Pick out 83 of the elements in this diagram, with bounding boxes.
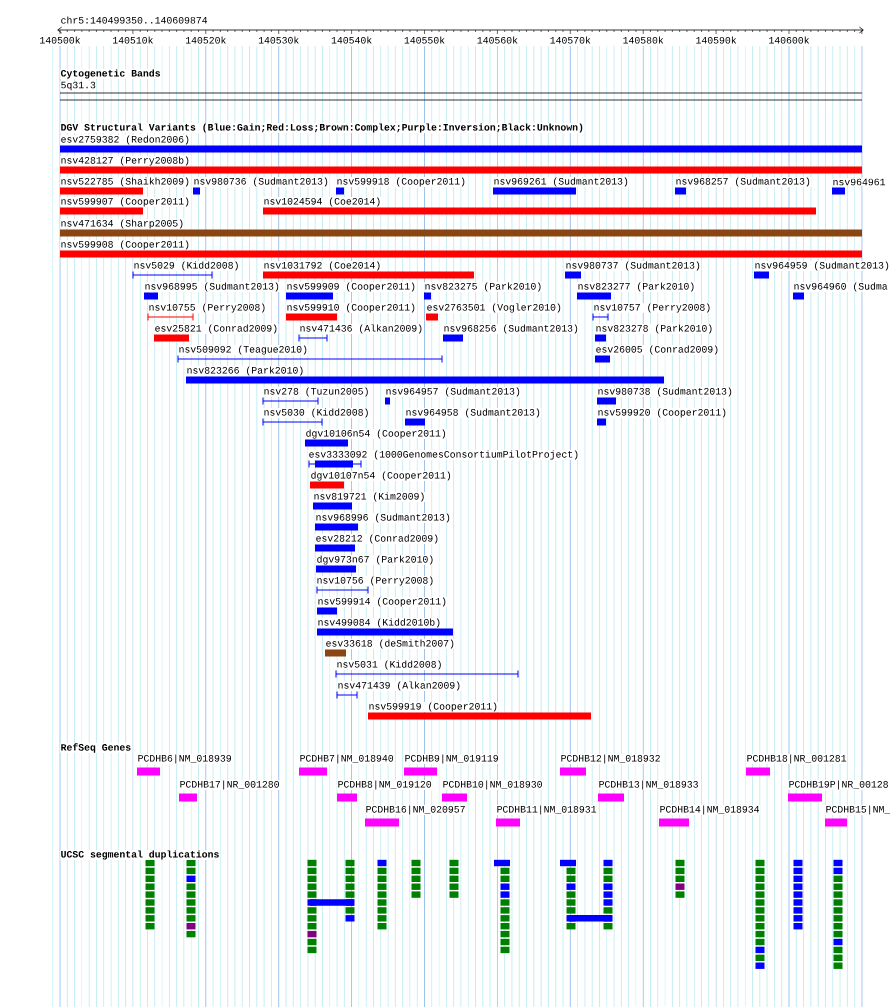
gene-label: PCDHB15|NM_: [825, 805, 890, 815]
gene-label: PCDHB10|NM_018930: [442, 780, 543, 790]
variant-label: nsv599909 (Cooper2011): [286, 282, 417, 292]
variant-label: nsv968996 (Sudmant2013): [315, 513, 452, 523]
variant-label: nsv599907 (Cooper2011): [60, 197, 191, 207]
gene-label: PCDHB14|NM_018934: [659, 805, 760, 815]
variant-label: nsv968256 (Sudmant2013): [443, 324, 580, 334]
gene-label: PCDHB11|NM_018931: [496, 805, 597, 815]
track-label: 5q31.3: [60, 81, 97, 91]
variant-label: nsv968995 (Sudmant2013): [144, 282, 281, 292]
tick-label: 140520k: [184, 36, 227, 44]
variant-label: nsv499084 (Kidd2010b): [317, 618, 442, 628]
tick-label: 140550k: [403, 36, 446, 44]
gene-label: PCDHB6|NM_018939: [137, 754, 233, 764]
variant-label: dgv973n67 (Park2010): [316, 555, 435, 565]
variant-label: nsv509092 (Teague2010): [178, 345, 309, 355]
variant-label: nsv1031792 (Coe2014): [263, 261, 382, 271]
tick-label: 140570k: [549, 36, 592, 44]
tick-label: 140510k: [111, 36, 154, 44]
variant-label: nsv1024594 (Coe2014): [263, 197, 382, 207]
variant-label: nsv599918 (Cooper2011): [336, 177, 467, 187]
tick-label: 140530k: [257, 36, 300, 44]
variant-label: dgv10106n54 (Cooper2011): [305, 429, 448, 439]
variant-label: nsv5029 (Kidd2008): [133, 261, 240, 271]
variant-label: nsv964959 (Sudmant2013): [754, 261, 890, 271]
variant-label: nsv980737 (Sudmant2013): [565, 261, 702, 271]
variant-label: nsv599908 (Cooper2011): [60, 240, 191, 250]
gene-label: PCDHB8|NM_019120: [337, 780, 433, 790]
variant-label: esv25821 (Conrad2009): [154, 324, 279, 334]
variant-label: nsv428127 (Perry2008b): [60, 156, 191, 166]
variant-label: nsv471439 (Alkan2009): [337, 681, 462, 691]
gene-label: PCDHB16|NM_020957: [365, 805, 466, 815]
track-label: chr5:140499350..140609874: [60, 16, 208, 24]
variant-label: nsv823275 (Park2010): [424, 282, 543, 292]
gene-label: PCDHB9|NM_019119: [404, 754, 500, 764]
variant-label: nsv5031 (Kidd2008): [336, 660, 443, 670]
track-heading: UCSC segmental duplications: [60, 850, 220, 860]
variant-label: esv28212 (Conrad2009): [315, 534, 440, 544]
tick-label: 140590k: [695, 36, 738, 44]
variant-label: nsv471634 (Sharp2005): [60, 219, 185, 229]
variant-label: nsv10755 (Perry2008): [148, 303, 267, 313]
variant-label: nsv599914 (Cooper2011): [317, 597, 448, 607]
track-heading: DGV Structural Variants (Blue:Gain;Red:Loss;Brown:Complex;Purple:Inversion;Black:Unknown): [60, 123, 585, 133]
variant-label: esv2759382 (Redon2006): [60, 135, 191, 145]
gene-label: PCDHB18|NR_001281: [746, 754, 847, 764]
variant-label: esv26005 (Conrad2009): [595, 345, 720, 355]
variant-label: nsv823266 (Park2010): [186, 366, 305, 376]
variant-label: nsv599919 (Cooper2011): [368, 702, 499, 712]
gene-label: PCDHB17|NR_001280: [179, 780, 280, 790]
variant-label: nsv819721 (Kim2009): [313, 492, 426, 502]
variant-label: nsv964957 (Sudmant2013): [385, 387, 522, 397]
variant-label: esv2763501 (Vogler2010): [426, 303, 563, 313]
variant-label: nsv823278 (Park2010): [595, 324, 714, 334]
variant-label: dgv10107n54 (Cooper2011): [310, 471, 453, 481]
tick-label: 140560k: [476, 36, 519, 44]
variant-label: nsv5030 (Kidd2008): [263, 408, 370, 418]
tick-label: 140600k: [768, 36, 810, 44]
variant-label: nsv964958 (Sudmant2013): [405, 408, 542, 418]
tick-label: 140540k: [330, 36, 373, 44]
variant-label: nsv964961: [832, 178, 886, 186]
gene-label: PCDHB7|NM_018940: [299, 754, 395, 764]
variant-label: esv3333092 (1000GenomesConsortiumPilotProject): [308, 450, 580, 460]
variant-label: nsv980738 (Sudmant2013): [597, 387, 734, 397]
variant-label: nsv522785 (Shaikh2009): [60, 177, 191, 187]
variant-label: nsv10756 (Perry2008): [316, 576, 435, 586]
tick-label: 140580k: [622, 36, 665, 44]
variant-label: nsv964960 (Sudma: [793, 282, 889, 292]
variant-label: nsv980736 (Sudmant2013): [193, 177, 330, 187]
tick-label: 140500k: [39, 36, 81, 44]
variant-label: nsv278 (Tuzun2005): [263, 387, 370, 397]
variant-label: nsv823277 (Park2010): [577, 282, 696, 292]
track-heading: RefSeq Genes: [60, 742, 132, 754]
gene-label: PCDHB13|NM_018933: [598, 780, 699, 790]
track-heading: Cytogenetic Bands: [60, 69, 161, 79]
variant-label: nsv968257 (Sudmant2013): [675, 177, 812, 187]
variant-label: nsv471436 (Alkan2009): [299, 324, 424, 334]
variant-label: nsv599920 (Cooper2011): [597, 408, 728, 418]
variant-label: esv33618 (deSmith2007): [325, 639, 456, 649]
variant-label: nsv969261 (Sudmant2013): [493, 177, 630, 187]
gene-label: PCDHB19P|NR_00128: [788, 780, 889, 790]
gene-label: PCDHB12|NM_018932: [560, 754, 661, 764]
variant-label: nsv10757 (Perry2008): [593, 303, 712, 313]
variant-label: nsv599910 (Cooper2011): [286, 303, 417, 313]
